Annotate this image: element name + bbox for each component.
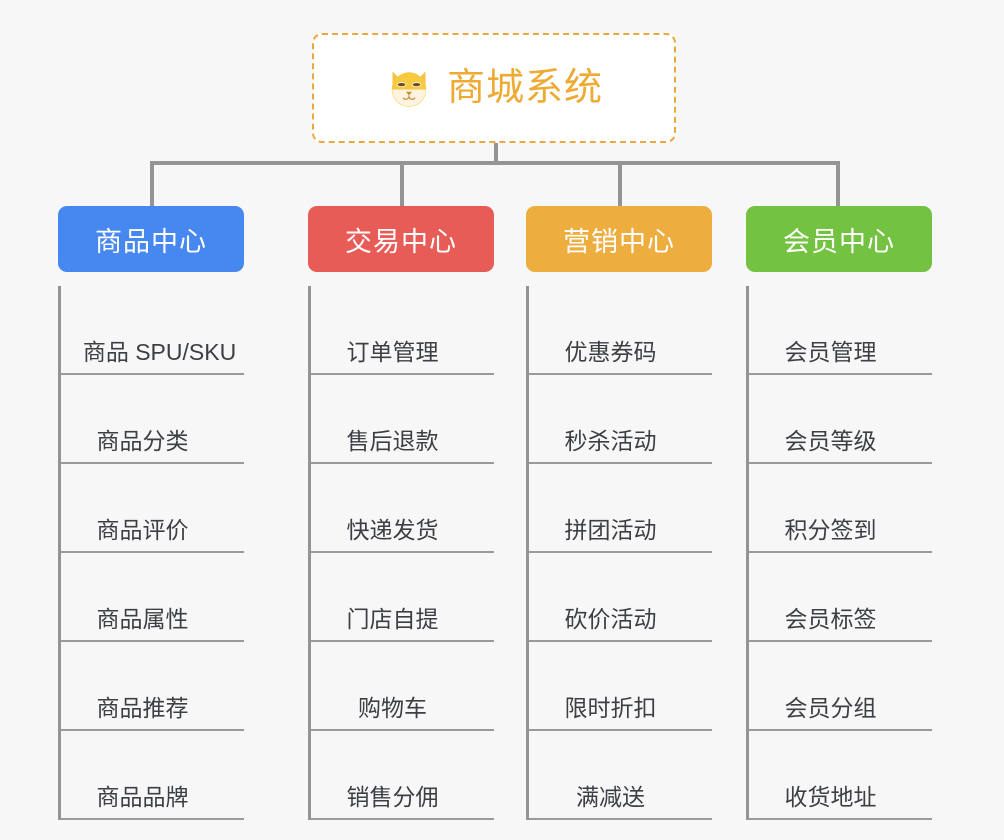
branch-column-3: 营销中心 优惠券码 秒杀活动 拼团活动 砍价活动 限时折扣 满减送 (526, 206, 712, 820)
branch-title-4: 会员中心 (783, 226, 895, 257)
leaf-label: 订单管理 (346, 339, 439, 366)
leaf-label: 会员标签 (784, 606, 877, 633)
branch-header-4[interactable]: 会员中心 (746, 206, 932, 272)
leaf-label: 拼团活动 (564, 517, 657, 544)
leaf-item[interactable]: 收货地址 (749, 731, 932, 820)
root-node[interactable]: 商城系统 (312, 33, 676, 143)
branch-header-1[interactable]: 商品中心 (58, 206, 244, 272)
leaf-item[interactable]: 会员分组 (749, 642, 932, 731)
leaf-item[interactable]: 商品推荐 (61, 642, 244, 731)
branch-header-2[interactable]: 交易中心 (308, 206, 494, 272)
branch-column-1: 商品中心 商品 SPU/SKU 商品分类 商品评价 商品属性 商品推荐 商品品牌 (58, 206, 244, 820)
leaf-label: 积分签到 (784, 517, 877, 544)
branch-title-1: 商品中心 (95, 226, 207, 257)
leaf-item[interactable]: 限时折扣 (529, 642, 712, 731)
leaf-label: 优惠券码 (564, 339, 657, 366)
leaf-label: 秒杀活动 (564, 428, 657, 455)
root-title: 商城系统 (446, 67, 603, 109)
leaf-label: 限时折扣 (564, 695, 657, 722)
leaf-label: 会员分组 (784, 695, 877, 722)
connector-drop-4 (836, 161, 840, 207)
leaf-label: 快递发货 (346, 517, 439, 544)
leaf-label: 购物车 (358, 695, 427, 722)
leaf-item[interactable]: 售后退款 (311, 375, 494, 464)
leaf-label: 商品推荐 (96, 695, 189, 722)
branch-header-3[interactable]: 营销中心 (526, 206, 712, 272)
leaf-item[interactable]: 商品 SPU/SKU (61, 286, 244, 375)
leaf-item[interactable]: 快递发货 (311, 464, 494, 553)
branch-title-2: 交易中心 (345, 226, 457, 257)
branch-leaf-list-4: 会员管理 会员等级 积分签到 会员标签 会员分组 收货地址 (746, 286, 932, 820)
leaf-item[interactable]: 拼团活动 (529, 464, 712, 553)
leaf-label: 商品分类 (96, 428, 189, 455)
leaf-item[interactable]: 商品属性 (61, 553, 244, 642)
leaf-label: 门店自提 (346, 606, 439, 633)
leaf-item[interactable]: 购物车 (311, 642, 494, 731)
leaf-item[interactable]: 砍价活动 (529, 553, 712, 642)
leaf-label: 会员等级 (784, 428, 877, 455)
connector-horizontal-bus (150, 161, 840, 165)
leaf-label: 会员管理 (784, 339, 877, 366)
leaf-item[interactable]: 销售分佣 (311, 731, 494, 820)
branch-column-4: 会员中心 会员管理 会员等级 积分签到 会员标签 会员分组 收货地址 (746, 206, 932, 820)
leaf-item[interactable]: 门店自提 (311, 553, 494, 642)
branch-leaf-list-3: 优惠券码 秒杀活动 拼团活动 砍价活动 限时折扣 满减送 (526, 286, 712, 820)
leaf-label: 商品评价 (96, 517, 189, 544)
leaf-label: 商品属性 (96, 606, 189, 633)
leaf-item[interactable]: 会员等级 (749, 375, 932, 464)
leaf-label: 收货地址 (784, 784, 877, 811)
leaf-item[interactable]: 商品评价 (61, 464, 244, 553)
leaf-label: 售后退款 (346, 428, 439, 455)
leaf-item[interactable]: 优惠券码 (529, 286, 712, 375)
connector-root-stem (494, 143, 498, 164)
leaf-item[interactable]: 商品分类 (61, 375, 244, 464)
branch-leaf-list-1: 商品 SPU/SKU 商品分类 商品评价 商品属性 商品推荐 商品品牌 (58, 286, 244, 820)
leaf-item[interactable]: 秒杀活动 (529, 375, 712, 464)
leaf-item[interactable]: 会员标签 (749, 553, 932, 642)
leaf-item[interactable]: 积分签到 (749, 464, 932, 553)
branch-title-3: 营销中心 (563, 226, 675, 257)
leaf-item[interactable]: 订单管理 (311, 286, 494, 375)
connector-drop-3 (618, 161, 622, 207)
leaf-label: 商品品牌 (96, 784, 189, 811)
leaf-label: 销售分佣 (346, 784, 439, 811)
branch-column-2: 交易中心 订单管理 售后退款 快递发货 门店自提 购物车 销售分佣 (308, 206, 494, 820)
leaf-item[interactable]: 商品品牌 (61, 731, 244, 820)
leaf-item[interactable]: 满减送 (529, 731, 712, 820)
leaf-label: 满减送 (576, 784, 645, 811)
leaf-item[interactable]: 会员管理 (749, 286, 932, 375)
leaf-label: 商品 SPU/SKU (82, 339, 237, 366)
connector-drop-1 (150, 161, 154, 207)
leaf-label: 砍价活动 (564, 606, 657, 633)
shiba-dog-face-icon (391, 71, 427, 107)
connector-drop-2 (400, 161, 404, 207)
branch-leaf-list-2: 订单管理 售后退款 快递发货 门店自提 购物车 销售分佣 (308, 286, 494, 820)
